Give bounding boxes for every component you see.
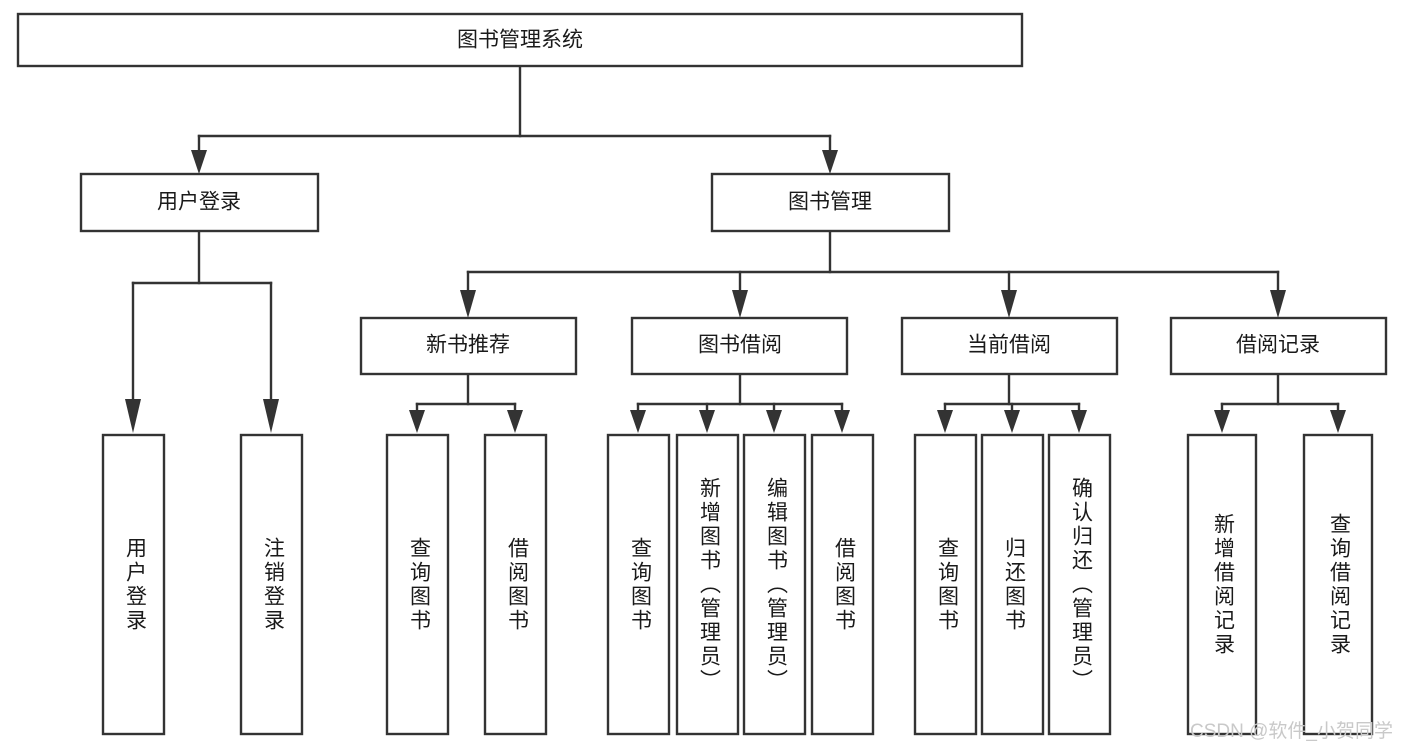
node-leaf-borrow-book-2[interactable]: 借阅图书: [810, 433, 875, 736]
node-leaf-query-record-box: [1302, 433, 1374, 736]
node-leaf-return-book-label: 归还图书: [1002, 537, 1026, 633]
arrow-head-leaf-user-login: [125, 399, 141, 433]
node-leaf-logout-login-box: [239, 433, 304, 736]
connector-group: [125, 64, 1346, 433]
node-leaf-query-book-1-label: 查询图书: [407, 537, 431, 633]
node-leaf-add-book[interactable]: 新增图书（管理员）: [675, 433, 740, 736]
node-leaf-query-book-3-label: 查询图书: [935, 537, 959, 633]
csdn-watermark: CSDN @软件_小贺同学: [1190, 721, 1393, 742]
node-leaf-add-record[interactable]: 新增借阅记录: [1186, 433, 1258, 736]
node-leaf-add-record-box: [1186, 433, 1258, 736]
node-leaf-logout-login[interactable]: 注销登录: [239, 433, 304, 736]
arrow-head-leaf-logout-login: [263, 399, 279, 433]
arrow-head-leaf-query-book-2: [630, 410, 646, 433]
node-new-book-recommend-box: [359, 316, 578, 376]
arrow-head-leaf-query-record: [1330, 410, 1346, 433]
arrow-head-leaf-edit-book: [766, 410, 782, 433]
node-leaf-query-book-2[interactable]: 查询图书: [606, 433, 671, 736]
node-root-book-management-system[interactable]: 图书管理系统: [16, 12, 1024, 68]
node-leaf-edit-book-box: [742, 433, 807, 736]
node-book-borrow[interactable]: 图书借阅: [630, 316, 849, 376]
node-user-login[interactable]: 用户登录: [79, 172, 320, 233]
node-book-manage-box: [710, 172, 951, 233]
node-leaf-query-record-label: 查询借阅记录: [1327, 513, 1351, 657]
arrow-head-leaf-confirm-return: [1071, 410, 1087, 433]
node-leaf-user-login-label: 用户登录: [123, 537, 147, 633]
arrow-head-leaf-return-book: [1004, 410, 1020, 433]
node-leaf-query-book-2-label: 查询图书: [628, 537, 652, 633]
node-leaf-user-login[interactable]: 用户登录: [101, 433, 166, 736]
node-leaf-query-book-2-box: [606, 433, 671, 736]
arrow-head-current-borrow: [1001, 290, 1017, 318]
node-leaf-edit-book[interactable]: 编辑图书（管理员）: [742, 433, 807, 736]
node-new-book-recommend-label: 新书推荐: [426, 334, 510, 357]
node-leaf-borrow-book-2-label: 借阅图书: [832, 537, 856, 633]
node-leaf-query-book-1-box: [385, 433, 450, 736]
node-leaf-return-book-box: [980, 433, 1045, 736]
node-book-manage[interactable]: 图书管理: [710, 172, 951, 233]
node-leaf-borrow-book-2-box: [810, 433, 875, 736]
node-borrow-record[interactable]: 借阅记录: [1169, 316, 1388, 376]
node-leaf-confirm-return-box: [1047, 433, 1112, 736]
node-leaf-add-book-label: 新增图书（管理员）: [697, 477, 721, 693]
arrow-head-leaf-borrow-book-2: [834, 410, 850, 433]
arrow-head-leaf-query-book-1: [409, 410, 425, 433]
arrow-head-book-borrow: [732, 290, 748, 318]
node-borrow-record-box: [1169, 316, 1388, 376]
arrow-head-book-manage: [822, 150, 838, 174]
arrow-head-leaf-query-book-3: [937, 410, 953, 433]
arrow-head-leaf-add-record: [1214, 410, 1230, 433]
node-leaf-query-book-3[interactable]: 查询图书: [913, 433, 978, 736]
node-root-box: [16, 12, 1024, 68]
node-leaf-borrow-book-1-box: [483, 433, 548, 736]
node-leaf-confirm-return[interactable]: 确认归还（管理员）: [1047, 433, 1112, 736]
arrow-head-leaf-add-book: [699, 410, 715, 433]
node-current-borrow[interactable]: 当前借阅: [900, 316, 1119, 376]
node-leaf-logout-login-label: 注销登录: [261, 537, 285, 633]
arrow-head-leaf-borrow-book-1: [507, 410, 523, 433]
arrow-head-user-login: [191, 150, 207, 174]
node-book-manage-label: 图书管理: [788, 191, 872, 214]
node-root-label: 图书管理系统: [457, 29, 583, 52]
node-leaf-borrow-book-1[interactable]: 借阅图书: [483, 433, 548, 736]
node-leaf-add-record-label: 新增借阅记录: [1211, 513, 1235, 657]
node-leaf-query-book-3-box: [913, 433, 978, 736]
node-leaf-user-login-box: [101, 433, 166, 736]
node-user-login-box: [79, 172, 320, 233]
arrow-head-new-book-recommend: [460, 290, 476, 318]
node-leaf-query-book-1[interactable]: 查询图书: [385, 433, 450, 736]
node-borrow-record-label: 借阅记录: [1236, 334, 1320, 357]
arrow-head-borrow-record: [1270, 290, 1286, 318]
node-current-borrow-box: [900, 316, 1119, 376]
node-leaf-return-book[interactable]: 归还图书: [980, 433, 1045, 736]
node-leaf-confirm-return-label: 确认归还（管理员）: [1069, 477, 1093, 693]
node-leaf-borrow-book-1-label: 借阅图书: [505, 537, 529, 633]
node-leaf-edit-book-label: 编辑图书（管理员）: [764, 477, 788, 693]
node-book-borrow-label: 图书借阅: [698, 334, 782, 357]
node-current-borrow-label: 当前借阅: [967, 334, 1051, 357]
node-book-borrow-box: [630, 316, 849, 376]
node-user-login-label: 用户登录: [157, 191, 241, 214]
node-new-book-recommend[interactable]: 新书推荐: [359, 316, 578, 376]
node-leaf-query-record[interactable]: 查询借阅记录: [1302, 433, 1374, 736]
node-leaf-add-book-box: [675, 433, 740, 736]
